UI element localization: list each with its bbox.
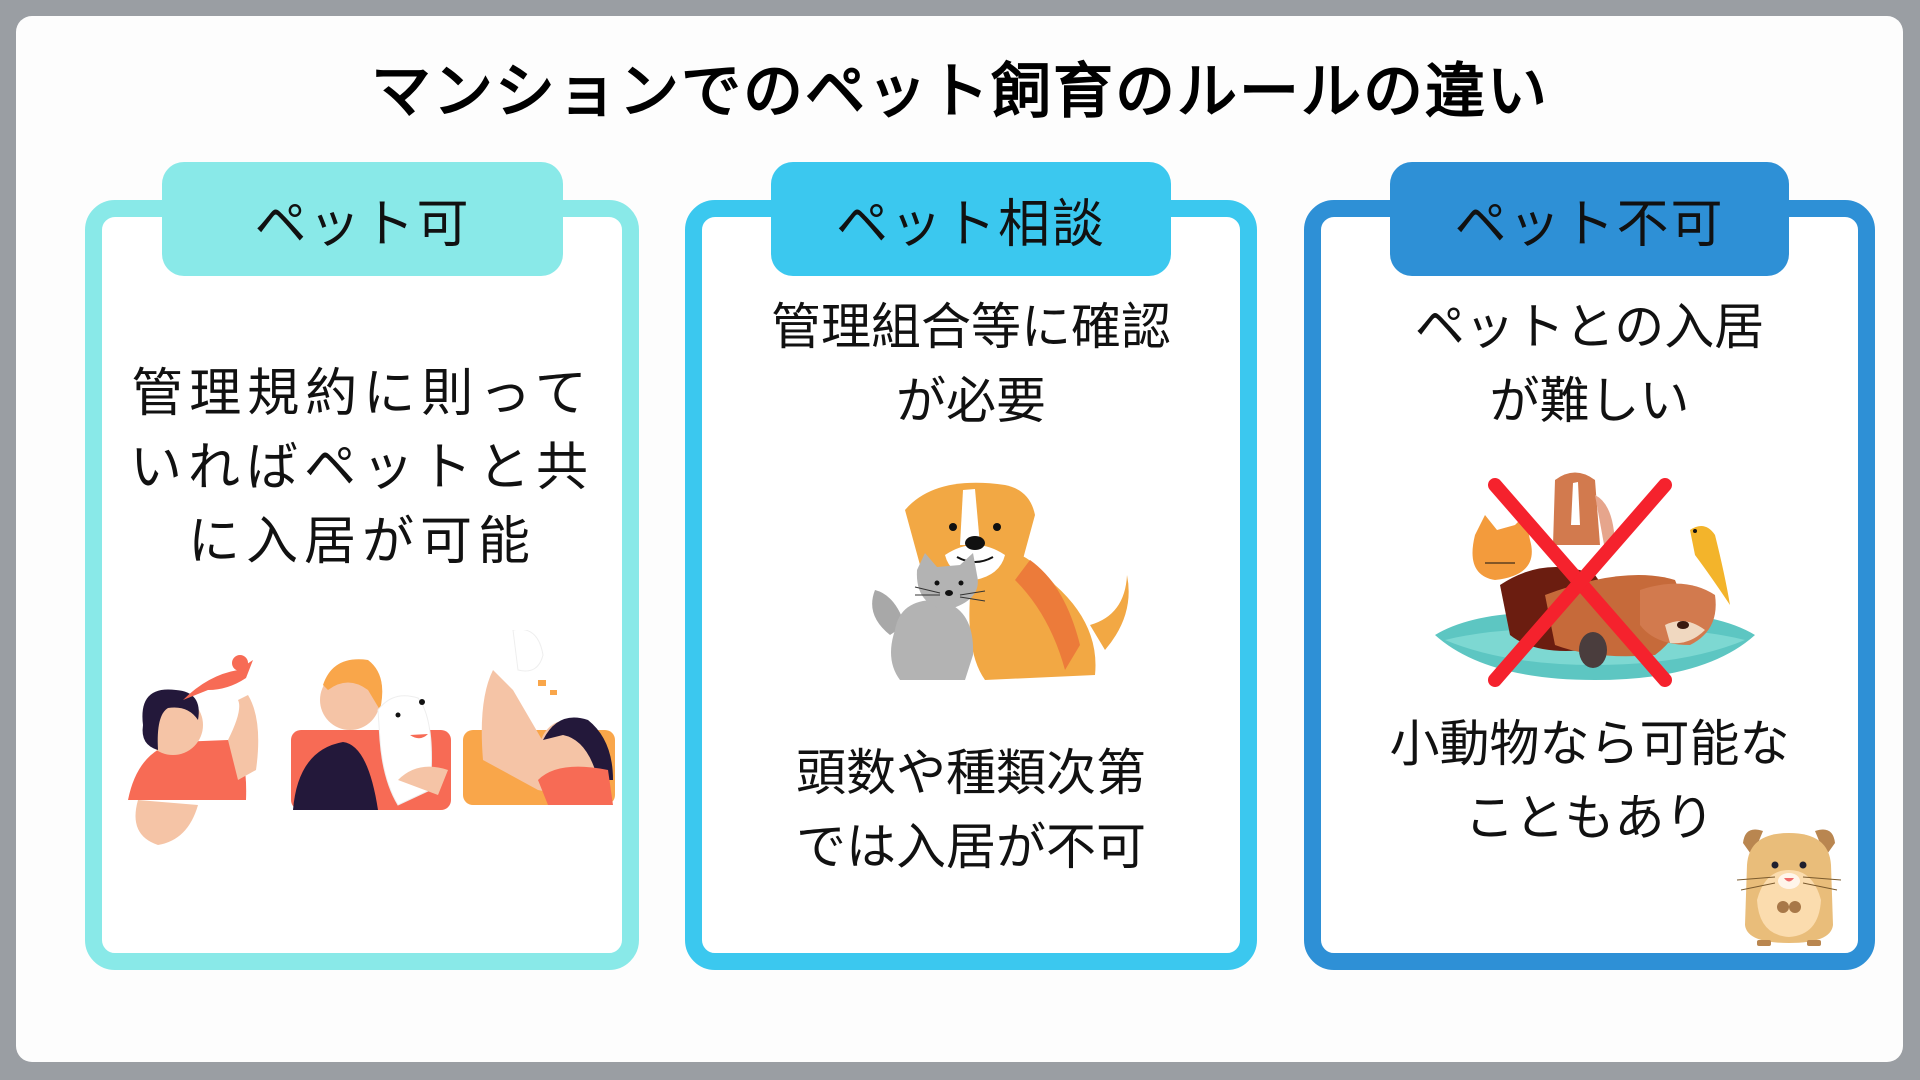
pets-crossed-out-illustration xyxy=(1425,465,1760,695)
tab-label: ペット不可 xyxy=(1454,194,1725,255)
card-description: 管理組合等に確認 が必要 xyxy=(771,298,1171,430)
tab-label: ペット可 xyxy=(254,194,471,255)
card-note: 頭数や種類次第 では入居が不可 xyxy=(796,744,1146,876)
page-title: マンションでのペット飼育のルールの違い xyxy=(371,57,1549,127)
tab-pet-forbidden: ペット不可 xyxy=(1390,162,1789,276)
hamster-illustration xyxy=(1735,825,1843,950)
tab-pet-consult: ペット相談 xyxy=(771,162,1171,276)
people-with-pets-illustration xyxy=(118,628,623,855)
dog-and-cat-illustration xyxy=(865,475,1135,690)
card-note: 小動物なら可能な こともあり xyxy=(1389,715,1790,847)
card-description: ペットとの入居 が難しい xyxy=(1414,298,1765,430)
tab-pet-allowed: ペット可 xyxy=(162,162,563,276)
card-pet-allowed xyxy=(85,200,639,970)
card-description: 管理規約に則って いればペットと共 に入居が可能 xyxy=(129,364,594,572)
tab-label: ペット相談 xyxy=(835,194,1106,255)
